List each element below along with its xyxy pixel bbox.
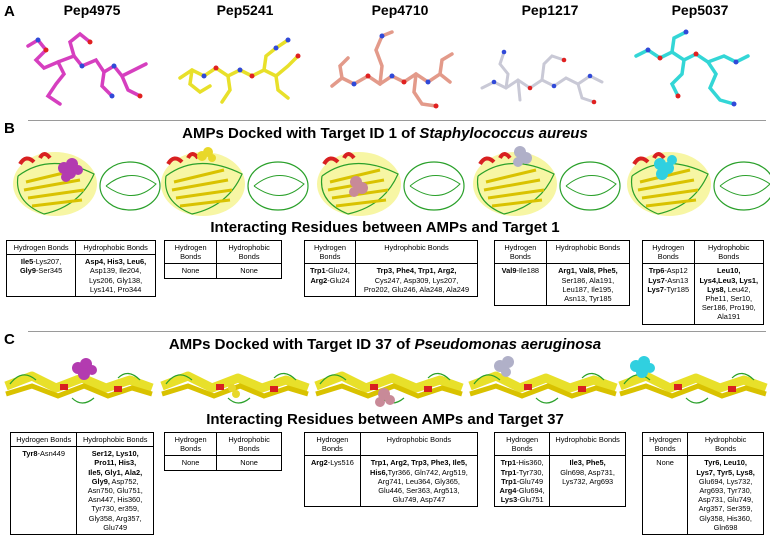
panel-letter-c: C (4, 331, 15, 348)
peptide-structure-1 (26, 31, 148, 106)
panel-letter-a: A (4, 3, 15, 20)
peptide-name-3: Pep4710 (371, 2, 429, 18)
panel-letter-b: B (4, 120, 15, 137)
hydrophobic-header: Hydrophobic Bonds (76, 431, 154, 448)
hydrophobic-header: Hydrophobic Bonds (216, 431, 282, 457)
section-divider-b (28, 120, 766, 121)
hydrophobic-cell: None (216, 455, 282, 471)
docked-complexes-target-37 (0, 356, 770, 410)
hbond-cell: Arg2-Lys516 (304, 455, 361, 508)
hydrophobic-cell: Leu10, Lys4,Leu3, Lys1, Lys8, Leu42, Phe… (693, 263, 764, 325)
peptide-name-2: Pep5241 (216, 2, 274, 18)
hbond-header: Hydrogen Bonds (304, 431, 361, 457)
hydrophobic-header: Hydrophobic Bonds (549, 431, 626, 457)
hbond-header: Hydrogen Bonds (163, 431, 218, 457)
hydrophobic-cell: Tyr6, Leu10, Lys7, Tyr5, Lys8, Glu694, L… (687, 455, 764, 536)
hbond-cell: Trp6-Asp12 Lys7-Asn13 Lys7-Tyr185 (642, 263, 695, 325)
hbond-header: Hydrogen Bonds (642, 239, 695, 265)
hbond-cell: Trp1-Glu24, Arg2-Glu24 (304, 263, 356, 298)
hbond-header: Hydrogen Bonds (641, 431, 689, 457)
hydrophobic-header: Hydrophobic Bonds (687, 431, 764, 457)
hydrophobic-header: Hydrophobic Bonds (545, 239, 631, 265)
hbond-cell: Val9-Ile188 (494, 263, 547, 307)
peptide-structure-3 (330, 30, 454, 109)
hydrophobic-cell: Ser12, Lys10, Pro11, His3, Ile5, Gly1, A… (76, 446, 154, 536)
section-c-subtitle: Interacting Residues between AMPs and Ta… (206, 411, 564, 428)
peptide-structure-2 (178, 37, 301, 104)
hbond-header: Hydrogen Bonds (5, 239, 77, 256)
section-b-subtitle: Interacting Residues between AMPs and Ta… (210, 219, 560, 236)
hydrophobic-cell: Arg1, Val8, Phe5, Ser186, Ala191, Leu187… (545, 263, 631, 307)
hydrophobic-header: Hydrophobic Bonds (693, 239, 764, 265)
hydrophobic-header: Hydrophobic Bonds (354, 239, 479, 265)
hydrophobic-header: Hydrophobic Bonds (359, 431, 479, 457)
docked-complexes-target-1 (11, 146, 770, 218)
hydrophobic-cell: Trp3, Phe4, Trp1, Arg2, Cys247, Asp309, … (354, 263, 479, 298)
peptide-name-5: Pep5037 (671, 2, 729, 18)
hbond-header: Hydrogen Bonds (494, 239, 547, 265)
peptide-name-1: Pep4975 (63, 2, 121, 18)
section-divider-c (28, 331, 766, 332)
hydrophobic-header: Hydrophobic Bonds (216, 239, 282, 265)
hbond-header: Hydrogen Bonds (304, 239, 356, 265)
hbond-header: Hydrogen Bonds (9, 431, 78, 448)
hbond-cell: Tyr8-Asn449 (9, 446, 78, 536)
hydrophobic-cell: None (216, 263, 282, 279)
hbond-cell: Ile5-Lys207, Gly9-Ser345 (5, 254, 77, 298)
hydrophobic-cell: Ile3, Phe5, Gln698, Asp731, Lys732, Arg6… (549, 455, 626, 508)
hbond-header: Hydrogen Bonds (163, 239, 218, 265)
hydrophobic-cell: Asp4, His3, Leu6, Asp139, Ile204, Lys206… (75, 254, 156, 298)
hbond-cell: None (163, 263, 218, 279)
section-c-title: AMPs Docked with Target ID 37 of Pseudom… (168, 336, 602, 353)
hbond-cell: Trp1-His360, Trp1-Tyr730, Trp1-Glu749 Ar… (493, 455, 551, 508)
hbond-cell: None (163, 455, 218, 471)
hbond-cell: None (641, 455, 689, 536)
peptide-name-4: Pep1217 (521, 2, 579, 18)
hydrophobic-header: Hydrophobic Bonds (75, 239, 156, 256)
hydrophobic-cell: Trp1, Arg2, Trp3, Phe3, Ile5, His6,Tyr36… (359, 455, 479, 508)
section-b-title: AMPs Docked with Target ID 1 of Staphylo… (182, 125, 588, 142)
peptide-structure-5 (634, 29, 750, 107)
hbond-header: Hydrogen Bonds (493, 431, 551, 457)
peptide-structure-4 (480, 49, 604, 105)
